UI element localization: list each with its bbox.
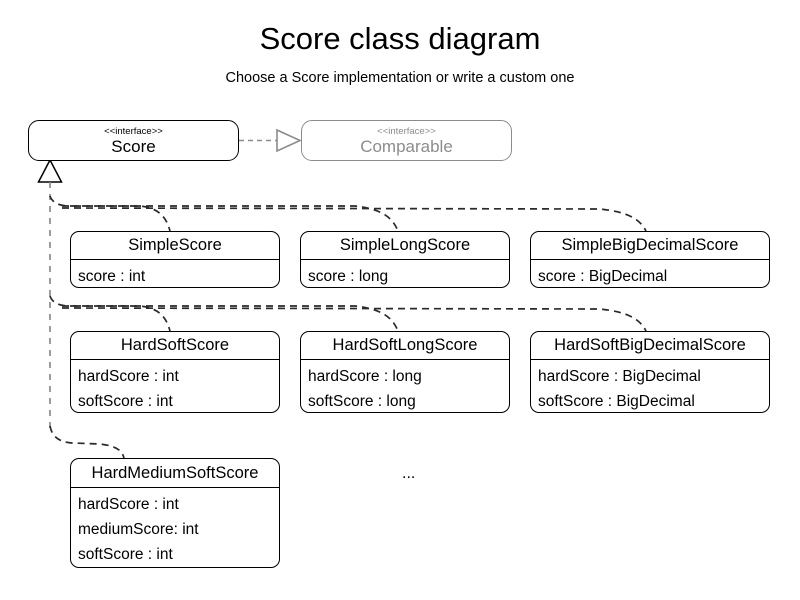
class-name-label: HardMediumSoftScore <box>91 463 259 482</box>
branch-to-hard-soft-long-score <box>62 305 399 332</box>
class-name-compartment: SimpleScore <box>71 232 279 260</box>
class-name-label: Score <box>111 137 156 156</box>
class-box-score[interactable]: <<interface>> Score <box>28 120 239 161</box>
page-title: Score class diagram <box>259 21 541 56</box>
branch-to-simple-big-decimal-score <box>61 207 647 232</box>
generalization-branches-row2 <box>49 295 647 332</box>
class-box-hard-medium-soft-score[interactable]: HardMediumSoftScore hardScore : int medium… <box>70 458 280 568</box>
class-box-simple-score[interactable]: SimpleScore score : int <box>70 231 280 288</box>
class-name-label: SimpleScore <box>128 236 222 255</box>
realization-hollow-triangle <box>276 128 302 153</box>
attribute-row: score : int <box>78 268 146 285</box>
attribute-row: softScore : int <box>78 393 173 410</box>
class-name-label: Comparable <box>360 137 453 156</box>
class-name-label: HardSoftBigDecimalScore <box>554 336 746 355</box>
attribute-row: hardScore : BigDecimal <box>538 368 701 385</box>
attribute-row: hardScore : int <box>78 496 179 513</box>
class-name-compartment: HardSoftScore <box>71 332 279 360</box>
attribute-row: softScore : long <box>308 393 416 410</box>
class-box-simple-long-score[interactable]: SimpleLongScore score : long <box>300 231 510 288</box>
branch-to-hard-soft-big-decimal-score <box>61 307 647 332</box>
branch-to-hard-medium-soft-score <box>49 425 125 459</box>
interface-header-comparable: <<interface>> Comparable <box>302 121 511 155</box>
class-box-comparable[interactable]: <<interface>> Comparable <box>301 120 512 161</box>
class-box-hard-soft-big-decimal-score[interactable]: HardSoftBigDecimalScore hardScore : BigDe… <box>530 331 770 413</box>
stereotype-label: <<interface>> <box>104 126 163 137</box>
class-name-label: SimpleLongScore <box>339 236 471 255</box>
attribute-compartment: hardScore : long softScore : long <box>301 360 509 412</box>
attribute-compartment: score : BigDecimal <box>531 260 769 287</box>
attribute-compartment: score : long <box>301 260 509 287</box>
class-name-compartment: HardSoftLongScore <box>301 332 509 360</box>
class-name-label: HardSoftLongScore <box>332 336 478 355</box>
attribute-row: hardScore : long <box>308 368 422 385</box>
interface-header-score: <<interface>> Score <box>29 121 238 155</box>
attribute-compartment: hardScore : int mediumScore: int softScore… <box>71 488 279 567</box>
generalization-branches-row3 <box>49 425 125 459</box>
class-name-compartment: HardMediumSoftScore <box>71 459 279 488</box>
attribute-compartment: score : int <box>71 260 279 287</box>
attribute-row: mediumScore: int <box>78 521 199 538</box>
branch-to-simple-long-score <box>62 205 399 232</box>
attribute-row: score : BigDecimal <box>538 268 668 285</box>
generalization-branches-row1 <box>49 195 647 232</box>
class-box-hard-soft-score[interactable]: HardSoftScore hardScore : int softScore : … <box>70 331 280 413</box>
attribute-row: softScore : BigDecimal <box>538 393 695 410</box>
attribute-compartment: hardScore : BigDecimal softScore : BigDec… <box>531 360 769 412</box>
attribute-row: softScore : int <box>78 546 173 563</box>
class-name-compartment: HardSoftBigDecimalScore <box>531 332 769 360</box>
class-name-label: SimpleBigDecimalScore <box>561 236 739 255</box>
ellipsis-label: ... <box>402 465 416 482</box>
attribute-compartment: hardScore : int softScore : int <box>71 360 279 412</box>
class-name-label: HardSoftScore <box>120 336 230 355</box>
class-name-compartment: SimpleLongScore <box>301 232 509 260</box>
attribute-row: hardScore : int <box>78 368 179 385</box>
class-box-simple-big-decimal-score[interactable]: SimpleBigDecimalScore score : BigDecimal <box>530 231 770 288</box>
attribute-row: score : long <box>308 268 389 285</box>
class-name-compartment: SimpleBigDecimalScore <box>531 232 769 260</box>
stereotype-label: <<interface>> <box>377 126 436 137</box>
generalization-hollow-triangle <box>37 158 63 183</box>
class-box-hard-soft-long-score[interactable]: HardSoftLongScore hardScore : long softSco… <box>300 331 510 413</box>
branch-to-hard-soft-score <box>49 295 171 332</box>
realization-score-to-comparable <box>239 128 302 153</box>
branch-to-simple-score <box>49 195 171 232</box>
page-subtitle: Choose a Score implementation or write a… <box>225 70 575 86</box>
